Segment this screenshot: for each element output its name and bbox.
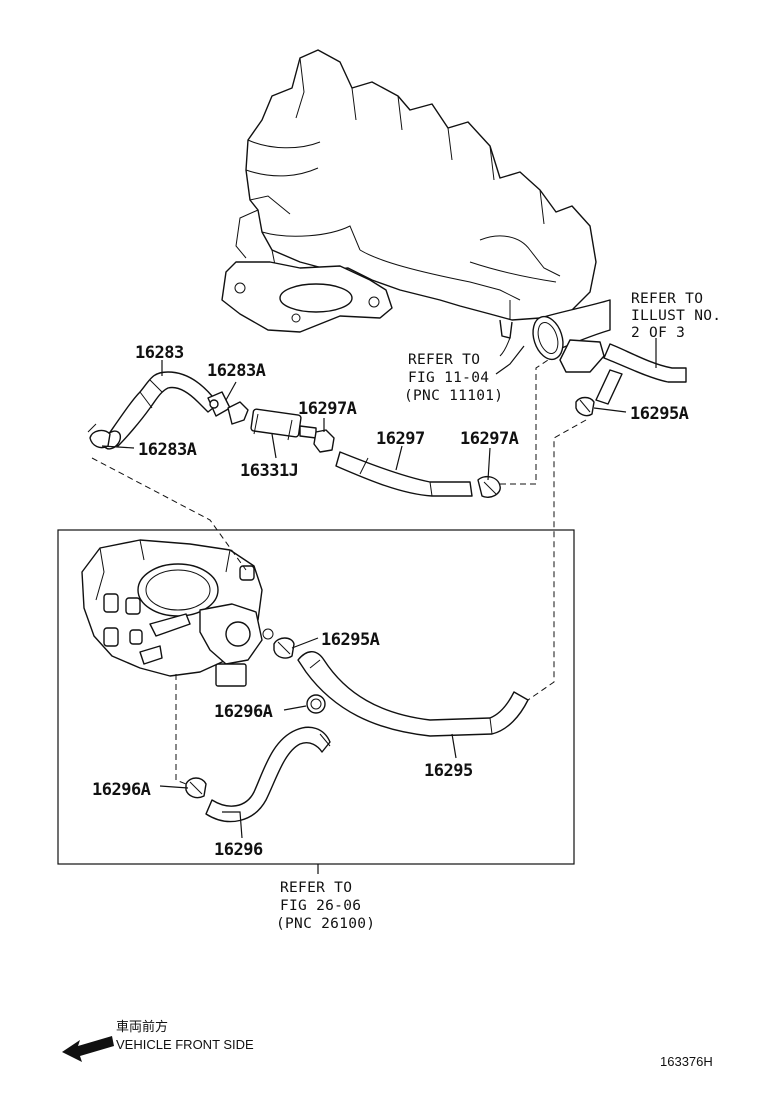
hose-16297-illustration (335, 451, 473, 497)
label-16331J: 16331J (240, 461, 298, 481)
hose-16296-illustration (205, 726, 331, 823)
reference-fig-26-06: REFER TO FIG 26-06 (PNC 26100) (276, 880, 375, 932)
ref-fig26-line2: FIG 26-06 (280, 898, 361, 914)
label-16283A-top: 16283A (207, 361, 266, 381)
clamp-16297A-left (313, 429, 335, 453)
label-16283: 16283 (135, 343, 184, 363)
illustration-number: 163376H (660, 1054, 713, 1069)
ref-fig11-line1: REFER TO (408, 352, 480, 368)
part-number-labels: 16283 16283A 16283A 16331J 16297A 16297 … (92, 343, 689, 860)
ref-illust-line2: ILLUST NO. (631, 308, 721, 324)
label-16295A-top: 16295A (630, 404, 689, 424)
label-16283A-bottom: 16283A (138, 440, 197, 460)
ref-illust-line1: REFER TO (631, 291, 703, 307)
ref-illust-line3: 2 OF 3 (631, 325, 685, 341)
clamp-16283A-bottom (87, 423, 111, 449)
label-16296A-lower: 16296A (92, 780, 151, 800)
label-16295: 16295 (424, 761, 473, 781)
label-16295A-mid: 16295A (321, 630, 380, 650)
ref-fig11-line3: (PNC 11101) (404, 388, 503, 404)
ref-fig26-line3: (PNC 26100) (276, 916, 375, 932)
label-16296A-upper: 16296A (214, 702, 273, 722)
clamp-16297A-right (477, 475, 501, 498)
direction-japanese: 車両前方 (116, 1019, 168, 1034)
valve-16331J-illustration (227, 401, 317, 441)
label-16297: 16297 (376, 429, 425, 449)
reference-illust-2-of-3: REFER TO ILLUST NO. 2 OF 3 (631, 291, 721, 341)
intake-manifold-illustration (221, 49, 611, 373)
dashed-connection-lines (91, 359, 587, 785)
vehicle-front-indicator: 車両前方 VEHICLE FRONT SIDE (62, 1019, 254, 1062)
ref-fig26-line1: REFER TO (280, 880, 352, 896)
clamp-16296A-upper (306, 694, 326, 714)
throttle-body-illustration (81, 539, 274, 687)
label-16297A-left: 16297A (298, 399, 357, 419)
direction-english: VEHICLE FRONT SIDE (116, 1037, 254, 1052)
clamp-16295A-top (575, 396, 595, 417)
ref-fig11-line2: FIG 11-04 (408, 370, 489, 386)
label-16297A-right: 16297A (460, 429, 519, 449)
reference-fig-11-04: REFER TO FIG 11-04 (PNC 11101) (404, 352, 503, 404)
leader-lines (101, 338, 657, 874)
throttle-body-group-frame (57, 529, 575, 865)
label-16296: 16296 (214, 840, 263, 860)
front-arrow-icon (62, 1036, 114, 1062)
clamp-16295A-mid (273, 637, 295, 659)
pipe-right-illustration (595, 343, 687, 405)
clamp-16296A-lower (185, 777, 207, 799)
hose-16295-illustration (297, 651, 529, 737)
clamp-16283A-top (207, 391, 231, 417)
